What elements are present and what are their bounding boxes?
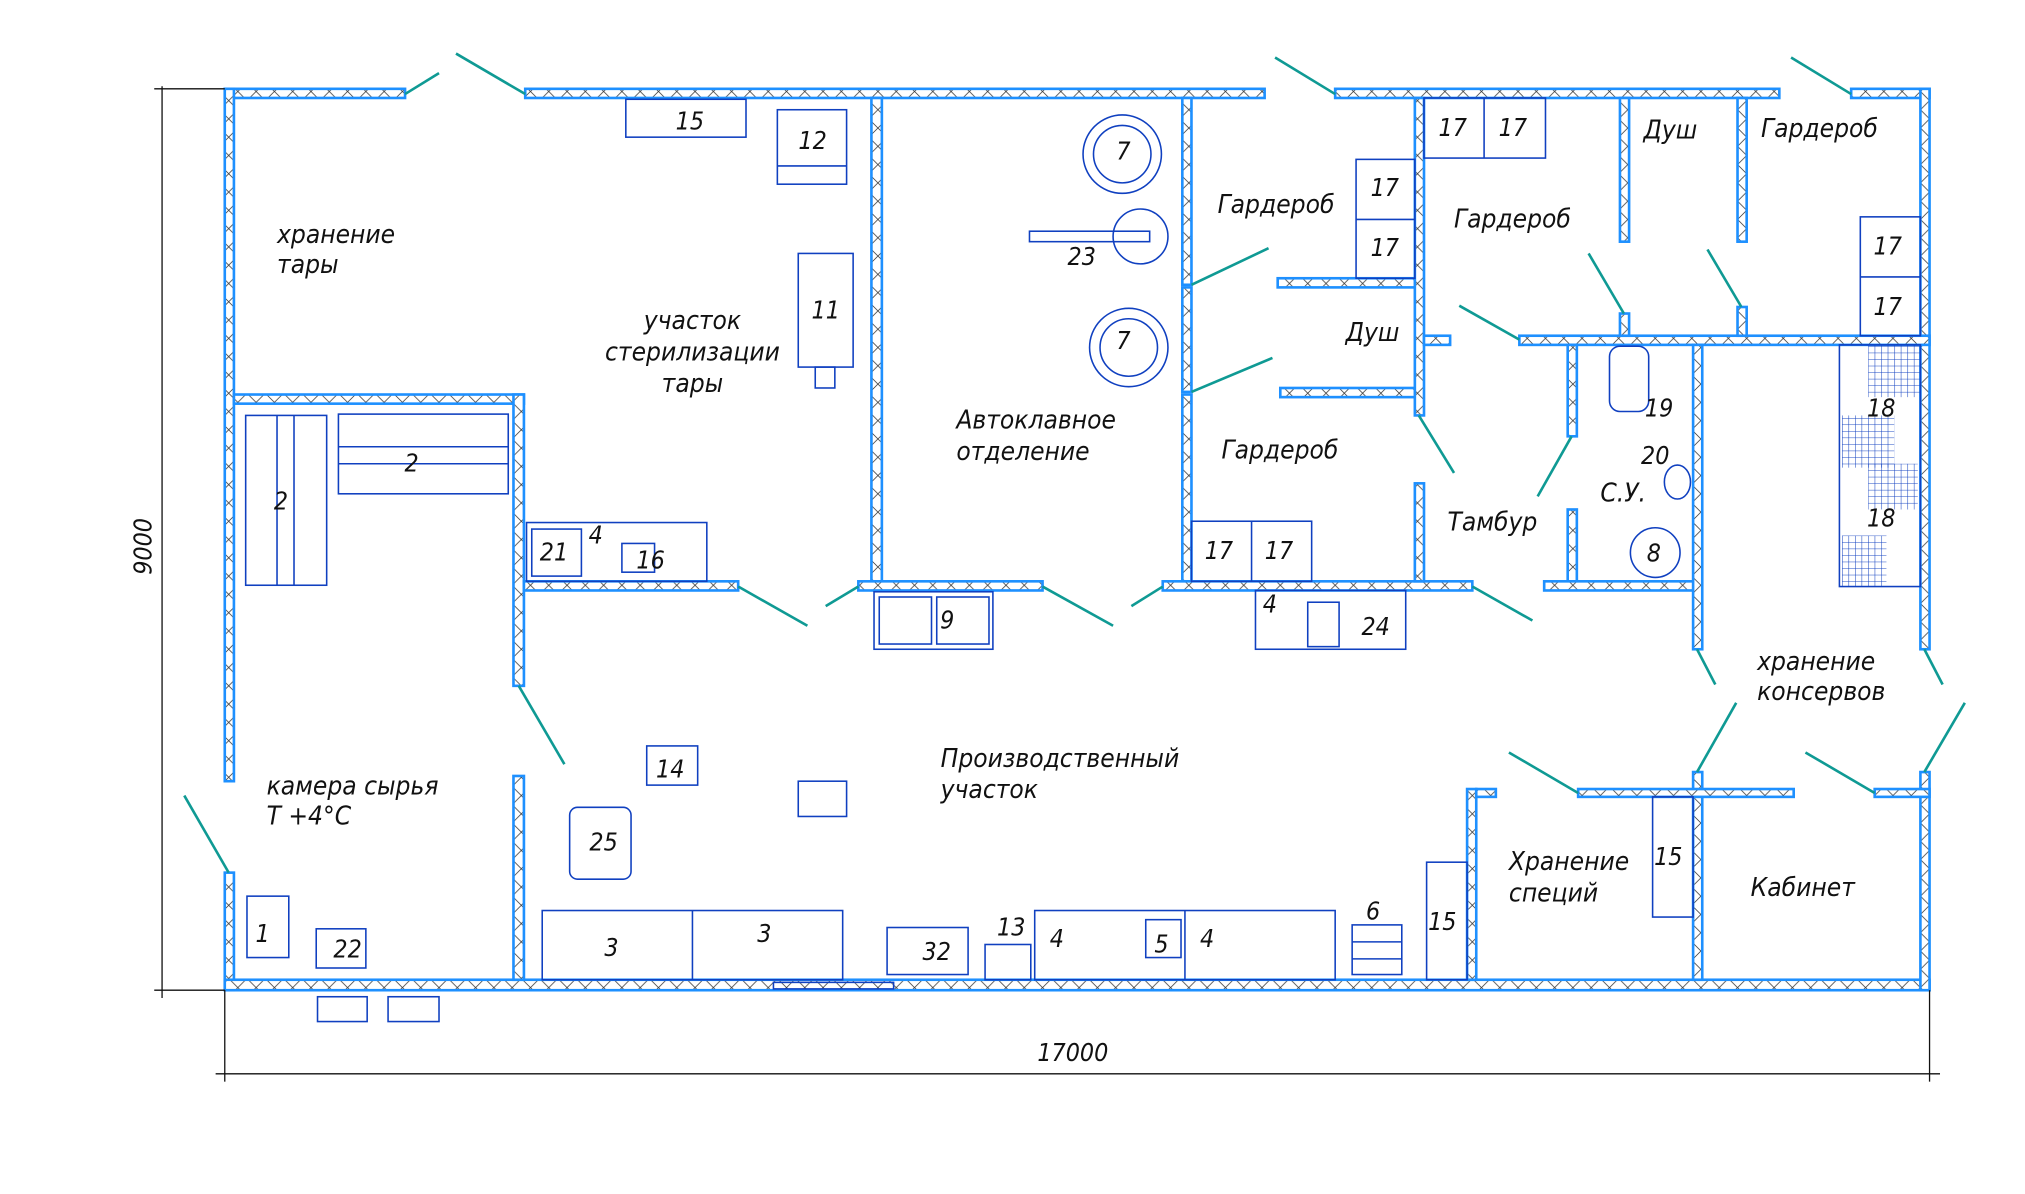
- mark: 17: [1205, 536, 1233, 565]
- room-vestibule: Тамбур: [1448, 507, 1538, 537]
- room-canned-storage-2: консервов: [1757, 677, 1885, 707]
- room-labels: хранение тары участок стерилизации тары …: [267, 114, 1886, 908]
- room-spice-storage-2: специй: [1509, 878, 1598, 908]
- mark: 17: [1874, 232, 1902, 261]
- room-spice-storage: Хранение: [1508, 847, 1629, 877]
- mark: 7: [1116, 326, 1130, 355]
- mark: 3: [757, 919, 771, 948]
- mark: 15: [676, 106, 704, 135]
- room-sterilization: участок: [643, 306, 742, 336]
- mark: 22: [333, 935, 361, 964]
- room-wardrobe-2: Гардероб: [1454, 204, 1571, 234]
- mark: 4: [1263, 590, 1277, 619]
- room-autoclave: Автоклавное: [954, 405, 1116, 435]
- mark: 16: [636, 545, 664, 574]
- room-production-2: участок: [940, 775, 1039, 805]
- room-shower-1: Душ: [1642, 115, 1697, 145]
- room-sterilization-3: тары: [662, 369, 724, 399]
- mark: 25: [589, 827, 617, 856]
- room-tare-storage: хранение: [276, 220, 395, 250]
- mark: 18: [1867, 503, 1895, 532]
- dimension-height: 9000: [129, 518, 158, 575]
- room-production: Производственный: [941, 744, 1180, 774]
- mark: 6: [1366, 897, 1380, 926]
- mark: 4: [1050, 924, 1064, 953]
- mark: 7: [1116, 136, 1130, 165]
- room-wardrobe-4: Гардероб: [1222, 436, 1339, 466]
- dimension-lines: 9000 17000: [129, 86, 1941, 1082]
- room-shower-2: Душ: [1345, 318, 1400, 348]
- mark: 14: [656, 754, 684, 783]
- dimension-width: 17000: [1037, 1038, 1108, 1067]
- mark: 13: [997, 912, 1025, 941]
- mark: 21: [540, 537, 568, 566]
- mark: 18: [1867, 394, 1895, 423]
- mark: 15: [1654, 842, 1682, 871]
- room-autoclave-2: отделение: [956, 437, 1089, 467]
- mark: 5: [1154, 929, 1168, 958]
- mark: 1: [256, 919, 270, 948]
- mark: 17: [1499, 113, 1527, 142]
- equipment: [244, 97, 1922, 1023]
- room-tare-storage-2: тары: [277, 250, 339, 280]
- room-wardrobe-1: Гардероб: [1218, 190, 1335, 220]
- mark: 17: [1371, 173, 1399, 202]
- mark: 24: [1361, 612, 1389, 641]
- room-wardrobe-3: Гардероб: [1761, 114, 1878, 144]
- mark: 17: [1265, 536, 1293, 565]
- mark: 8: [1647, 539, 1661, 568]
- mark: 15: [1428, 907, 1456, 936]
- mark: 9: [940, 605, 954, 634]
- mark: 17: [1439, 113, 1467, 142]
- mark: 17: [1371, 233, 1399, 262]
- equipment-marks: 15 12 11 7 23 7 2 2 21 4 16 9 17 17 17 1…: [256, 106, 1902, 966]
- mark: 12: [798, 126, 826, 155]
- mark: 2: [404, 449, 418, 478]
- room-raw-chamber: камера сырья: [267, 771, 439, 801]
- mark: 17: [1874, 292, 1902, 321]
- room-office: Кабинет: [1751, 873, 1857, 903]
- mark: 11: [811, 296, 839, 325]
- mark: 3: [604, 933, 618, 962]
- room-canned-storage: хранение: [1756, 647, 1875, 677]
- mark: 32: [923, 937, 951, 966]
- mark: 4: [589, 520, 603, 549]
- mark: 19: [1645, 394, 1673, 423]
- mark: 20: [1641, 441, 1669, 470]
- doors: [183, 52, 1966, 874]
- room-sterilization-2: стерилизации: [605, 338, 780, 368]
- mark: 23: [1068, 242, 1096, 271]
- mark: 4: [1200, 924, 1214, 953]
- room-raw-chamber-temp: T +4°C: [267, 801, 352, 831]
- room-toilet: С.У.: [1600, 479, 1646, 509]
- mark: 2: [274, 486, 288, 515]
